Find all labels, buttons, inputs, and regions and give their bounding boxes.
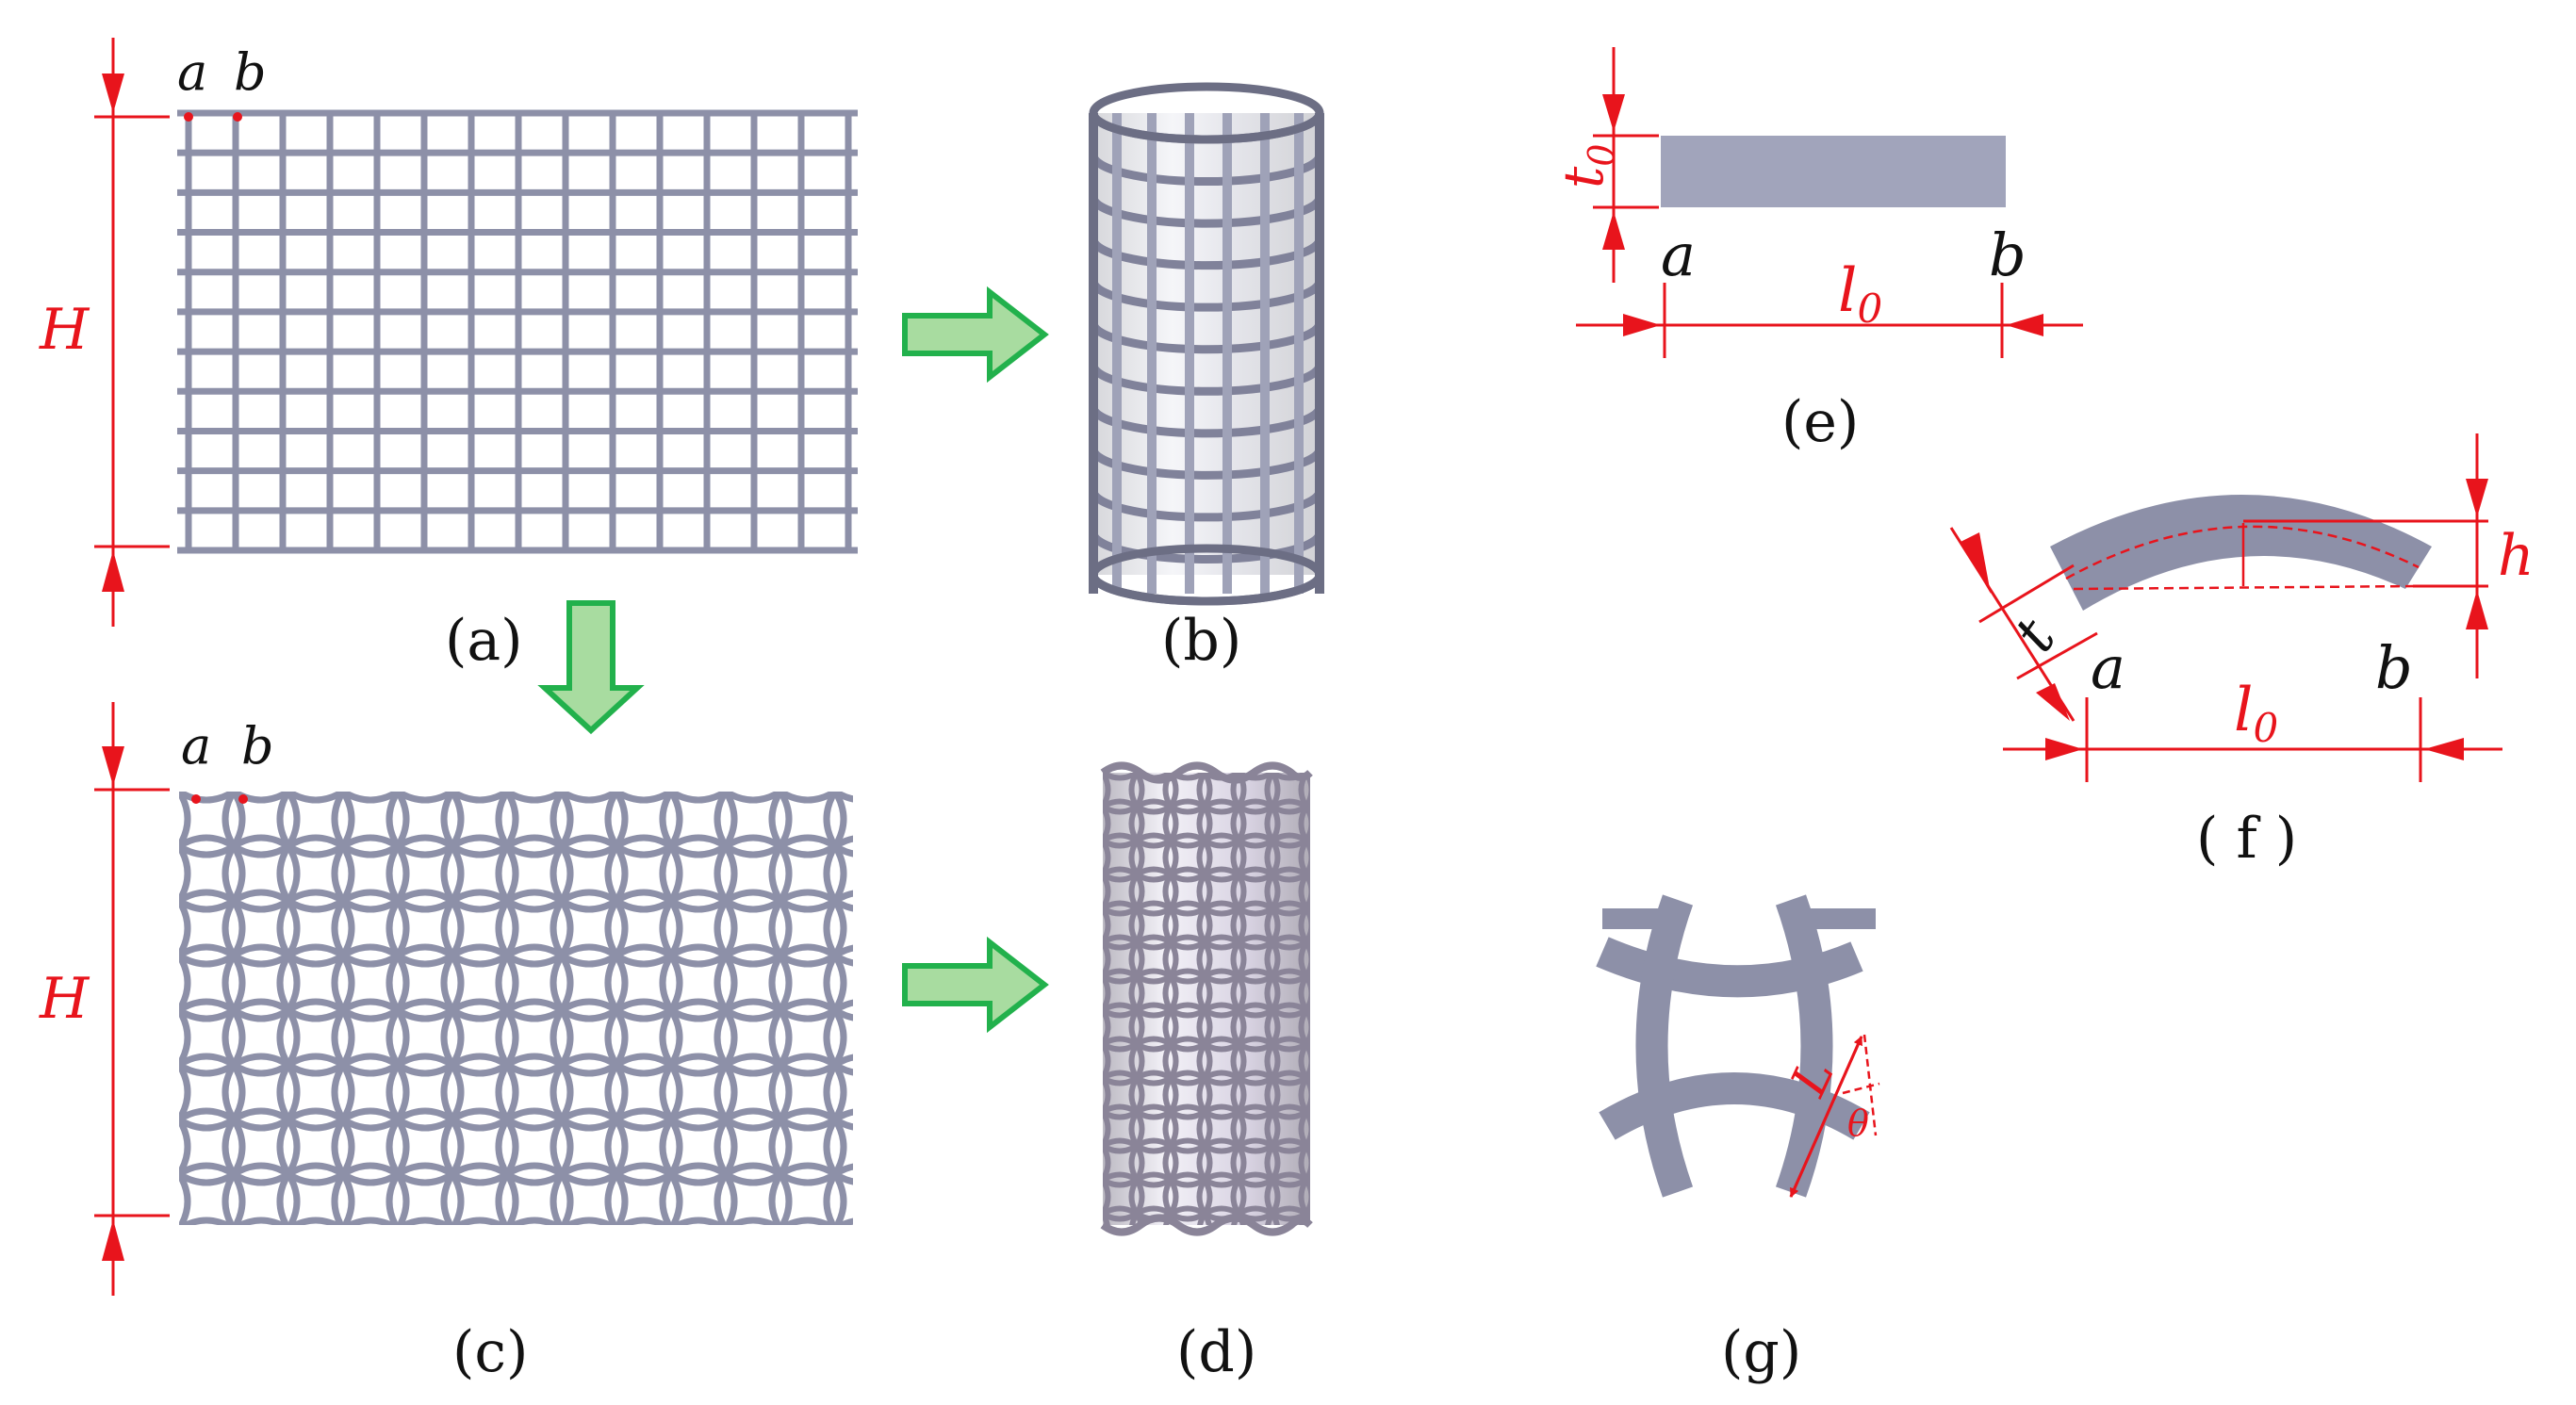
point-b-label: b [234,42,267,102]
length-label: l0 [1838,256,1882,332]
tube-ring [1089,237,1324,270]
tube-ring [1089,364,1324,396]
tube-ring [1089,406,1324,438]
curved-strut [2050,495,2432,611]
point-b-label: b [2375,633,2413,702]
square-grid [177,109,858,554]
point-a-marker [184,112,193,122]
panel-d: (d) [1100,761,1313,1385]
reentrant-tube [1100,761,1313,1236]
panel-a: a b H (a) [39,38,858,674]
tube-ring [1089,531,1324,564]
point-b-marker [238,794,248,804]
panel-b: (b) [1089,82,1324,674]
height-dimension [94,702,170,1296]
thickness-label: t [2001,607,2069,664]
thickness-dimension [1593,47,1659,283]
height-dimension [2243,433,2488,678]
tube-ring [1089,280,1324,312]
point-b-marker [233,112,242,122]
tube-ring [1089,322,1324,354]
caption-f: ( f ) [2196,806,2297,872]
arrow-right-top [902,286,1049,384]
length-dimension [1576,283,2083,358]
tube-ring [1089,448,1324,480]
point-a-label: a [1661,221,1696,289]
height-dimension [94,38,170,627]
panel-g [1596,894,1876,1198]
point-a-label: a [177,42,207,102]
panel-f: h t a b l0 ( f ) [1949,433,2535,872]
thickness-label: t0 [1551,144,1622,189]
point-a-label: a [2091,633,2125,702]
straight-strut [1661,136,2006,207]
tube-ring [1089,490,1324,522]
angle-label: θ [1847,1103,1869,1144]
thickness-dimension [1949,527,2098,722]
arrow-down [537,600,645,735]
caption-a: (a) [445,608,523,674]
point-b-label: b [241,716,274,776]
caption-d: (d) [1176,1319,1256,1385]
reentrant-grid [179,792,853,1225]
length-dimension [2003,697,2502,782]
caption-e: (e) [1781,389,1859,455]
point-a-marker [191,794,201,804]
arrow-right-bottom [902,936,1049,1034]
point-b-label: b [1989,221,2026,289]
height-label: H [39,297,90,363]
height-label: H [39,966,90,1032]
caption-c: (c) [452,1319,528,1385]
tube-ring [1089,196,1324,228]
panel-c: a b H (c) [39,702,853,1385]
panel-e: t0 a b l0 (e) [1551,47,2083,455]
tube-ring [1089,154,1324,187]
point-a-label: a [181,716,211,776]
height-label: h [2498,523,2535,589]
caption-g: (g) [1721,1319,1801,1385]
square-grid-tube [1089,82,1324,606]
caption-b: (b) [1161,608,1241,674]
length-label: l0 [2234,676,2278,751]
